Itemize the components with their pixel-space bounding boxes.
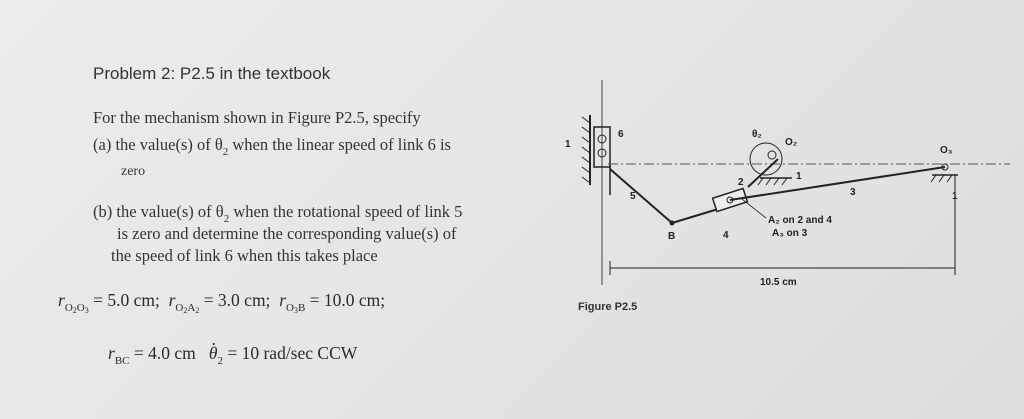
link-3 [729,166,946,201]
link-5 [609,168,673,224]
mechanism-figure: 1 6 5 B 4 2 1 3 1 θ₂ O₂ O₃ A₂ on 2 and 4… [565,80,1010,288]
given-values-line-2: rBC = 4.0 cm θ·2 = 10 rad/sec CCW [108,334,358,367]
problem-heading: Problem 2: P2.5 in the textbook [93,64,331,83]
pin-o2 [767,150,777,160]
label-1-mid: 1 [796,171,802,182]
label-a3: A₃ on 3 [772,228,808,239]
left-ground-hatch [581,115,591,185]
r-o2o3-value: = 5.0 cm; [93,290,160,310]
pin-c [597,134,607,144]
label-1-left: 1 [565,139,571,150]
label-6: 6 [618,129,624,140]
pin-d [597,148,607,158]
label-5: 5 [630,191,636,202]
r-o3b-value: = 10.0 cm; [309,290,386,310]
intro-line: For the mechanism shown in Figure P2.5, … [93,108,421,127]
label-o2: O₂ [785,137,797,148]
part-a-line-1: (a) the value(s) of θ2 when the linear s… [93,135,451,158]
crank-circle [749,142,783,176]
leader-line [741,198,767,219]
label-a2: A₂ on 2 and 4 [768,215,832,226]
part-a-line-2: zero [121,164,146,179]
slider-link-6 [593,126,611,168]
label-b: B [668,231,675,242]
part-b-line-3: the speed of link 6 when this takes plac… [111,246,378,265]
given-values-line-1: rO2O3 = 5.0 cm; rO2A2 = 3.0 cm; rO3B = 1… [58,290,386,315]
o2-ground-hatch [757,177,792,186]
figure-caption: Figure P2.5 [578,301,638,313]
r-bc-value: = 4.0 cm [133,343,196,363]
joint-b [669,220,675,226]
link-2 [747,158,779,188]
part-b-line-1: (b) the value(s) of θ2 when the rotation… [93,202,463,225]
r-o2a2-value: = 3.0 cm; [203,290,271,310]
theta-dot-value: = 10 rad/sec CCW [227,343,358,363]
dimension-label: 10.5 cm [760,277,797,288]
label-1-right: 1 [952,191,958,202]
label-theta2: θ₂ [752,129,762,140]
label-2: 2 [738,177,744,188]
label-o3: O₃ [940,145,953,156]
o3-ground-hatch [930,163,958,183]
label-3: 3 [850,187,856,198]
label-4: 4 [723,230,729,241]
part-b-line-2: is zero and determine the corresponding … [117,224,457,243]
